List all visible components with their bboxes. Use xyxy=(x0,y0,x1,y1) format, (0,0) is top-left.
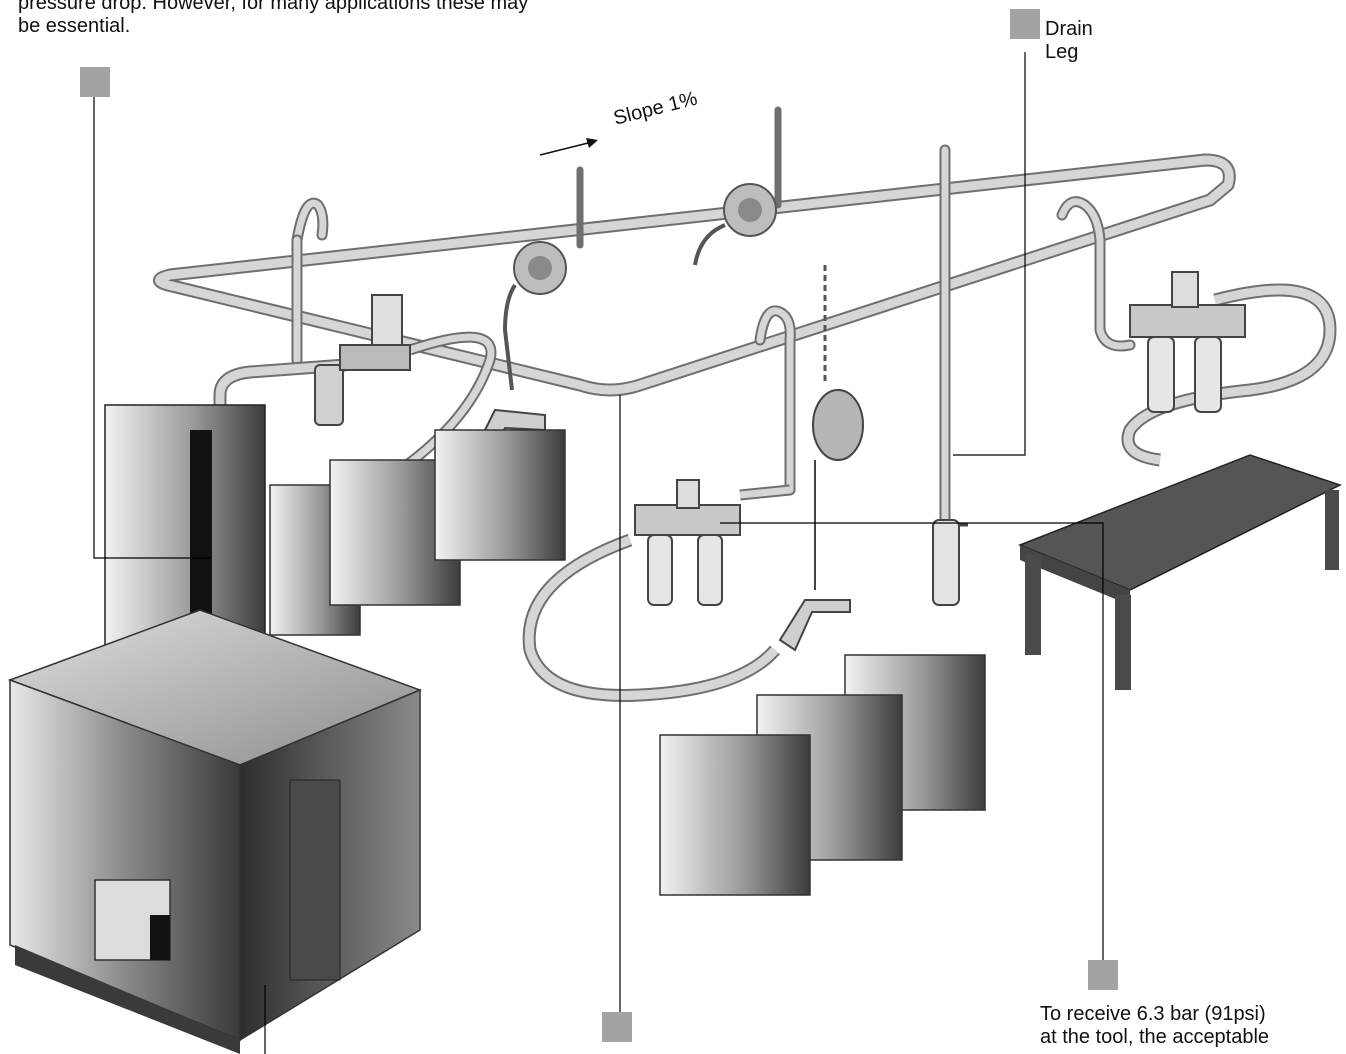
work-bench xyxy=(1020,455,1340,690)
ring-main-pipe xyxy=(159,160,1229,390)
callout-marker-center xyxy=(602,1012,632,1042)
callout-marker-drain xyxy=(1010,9,1040,39)
filter-regulator-center xyxy=(635,480,740,605)
bottom-note-line-1: To receive 6.3 bar (91psi) xyxy=(1040,1003,1266,1025)
drain-leg-line-2: Leg xyxy=(1045,41,1078,63)
intro-line-1: pressure drop. However, for many applica… xyxy=(18,0,528,14)
slope-arrow xyxy=(540,138,598,155)
drain-leg-label: Drain Leg xyxy=(1045,18,1165,64)
bottom-note-line-2: at the tool, the acceptable xyxy=(1040,1026,1269,1048)
drain-trap xyxy=(933,520,968,605)
callout-marker-left xyxy=(80,67,110,97)
dryer-units xyxy=(270,430,565,635)
intro-line-2: be essential. xyxy=(18,15,130,37)
hose-reel-right xyxy=(695,184,776,265)
bottom-note: To receive 6.3 bar (91psi) at the tool, … xyxy=(1040,1003,1340,1049)
main-compressor xyxy=(10,610,420,1054)
drain-leg-line-1: Drain xyxy=(1045,18,1093,40)
callout-marker-right xyxy=(1088,960,1118,990)
intro-text: pressure drop. However, for many applica… xyxy=(18,0,658,38)
air-receiver-tower xyxy=(105,405,265,650)
